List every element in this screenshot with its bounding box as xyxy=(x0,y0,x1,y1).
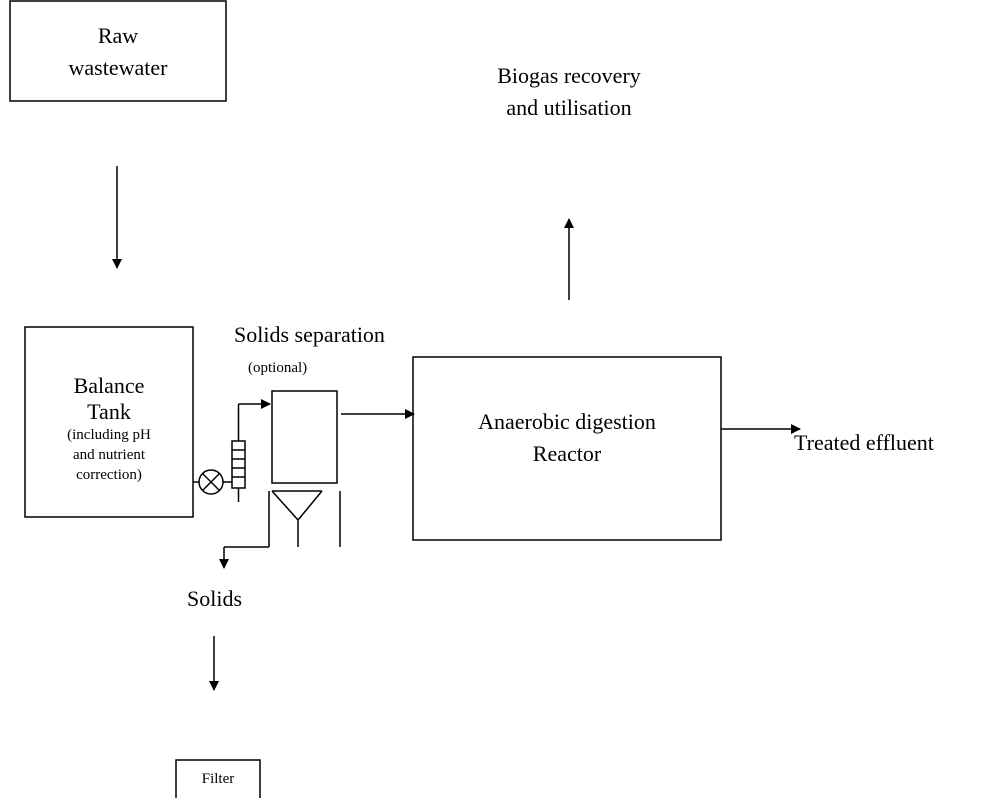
filter-box xyxy=(175,759,261,798)
hopper-right xyxy=(297,490,323,521)
hopper-left xyxy=(271,490,299,521)
raw-wastewater-label: Raw wastewater xyxy=(68,23,168,80)
balance-tank-box xyxy=(24,326,194,518)
flow-meter-icon xyxy=(231,440,246,489)
biogas-label: Biogas recovery and utilisation xyxy=(497,63,641,120)
balance-tank-label: Balance Tank (including pH and nutrient … xyxy=(67,373,151,483)
treated-effluent-label: Treated effluent xyxy=(794,430,934,455)
reactor-label: Anaerobic digestion Reactor xyxy=(478,409,656,466)
filter-label: Filter xyxy=(201,771,235,787)
reactor-box xyxy=(412,356,722,541)
solids-separator-box xyxy=(271,390,338,484)
raw-wastewater-box xyxy=(9,0,227,102)
solids-separation-title: Solids separation xyxy=(234,322,385,347)
solids-label: Solids xyxy=(187,586,243,611)
solids-separation-note: (optional) xyxy=(248,360,308,376)
